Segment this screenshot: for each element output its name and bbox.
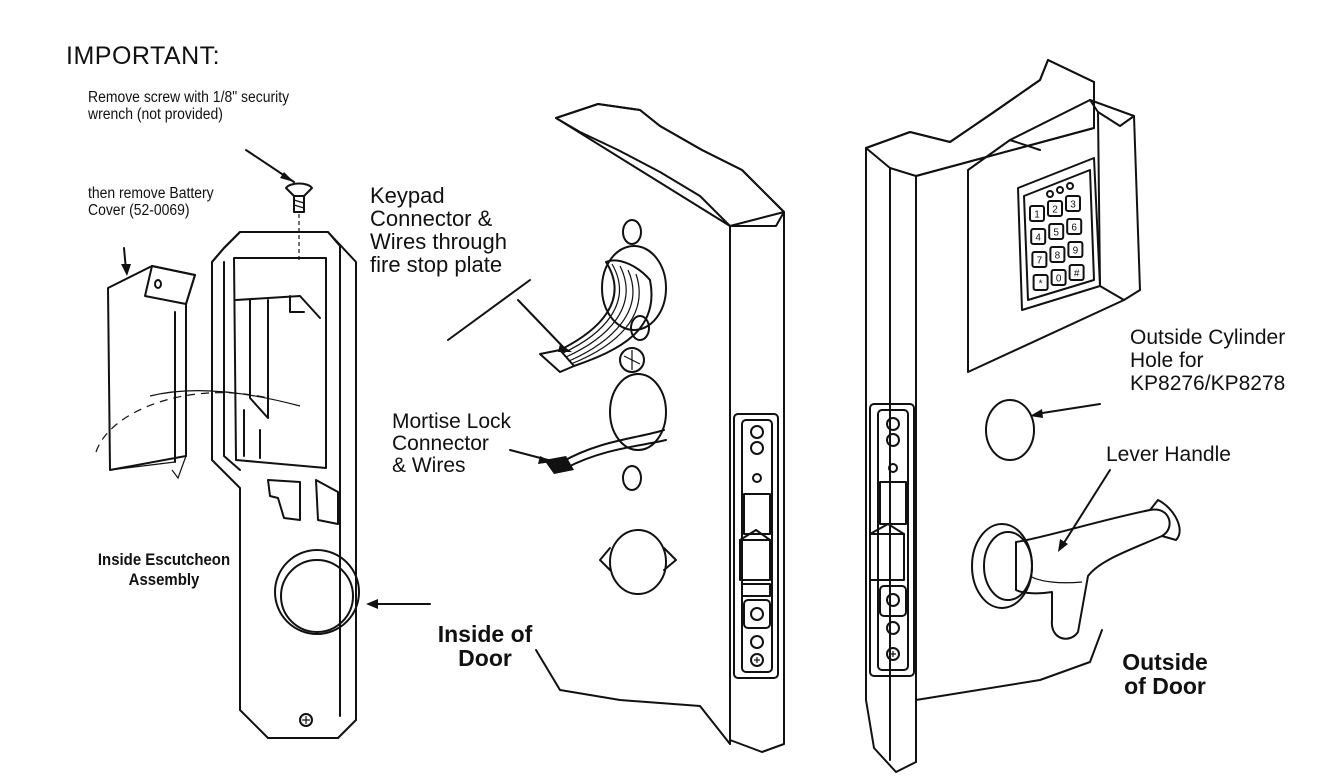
door-inside — [535, 103, 785, 753]
leader-lines — [121, 149, 1111, 609]
mortise-connector — [544, 429, 667, 474]
keypad-key — [1049, 246, 1066, 263]
inside-escutcheon-label: Inside Escutcheon Assembly — [97, 550, 231, 589]
keypad-key — [1066, 218, 1083, 235]
mortise-connector-label: Mortise Lock Connector & Wires — [392, 410, 512, 478]
keypad-key-label: 0 — [1056, 274, 1062, 285]
keypad-key-label: 7 — [1037, 256, 1043, 267]
keypad-key-label: 5 — [1053, 228, 1059, 239]
security-screw — [285, 182, 313, 262]
keypad-key-label: 6 — [1071, 223, 1077, 234]
keypad-key-label: 3 — [1070, 200, 1076, 211]
keypad-key — [1068, 264, 1085, 281]
battery-cover — [107, 265, 196, 480]
battery-cover-note: then remove Battery Cover (52-0069) — [88, 185, 214, 219]
inside-of-door-label: Inside of Door — [437, 621, 533, 672]
keypad-key-label: 1 — [1034, 210, 1040, 221]
important-heading: IMPORTANT: — [66, 42, 221, 70]
cylinder-hole — [985, 399, 1035, 461]
keypad-key — [1031, 251, 1048, 268]
keypad-key-label: * — [1039, 279, 1043, 290]
keypad-key — [1065, 195, 1081, 212]
outside-cylinder-label: Outside Cylinder Hole for KP8276/KP8278 — [1130, 326, 1286, 396]
keypad-key-label: 9 — [1073, 246, 1079, 257]
lever-handle-label: Lever Handle — [1106, 443, 1231, 466]
keypad-key-label: # — [1074, 269, 1080, 280]
keypad-keys: 1 2 3 4 5 6 7 8 9 * 0 # — [1029, 195, 1085, 291]
keypad-key — [1048, 223, 1065, 240]
keypad-key-label: 4 — [1035, 233, 1041, 244]
keypad-ribbon-cable — [539, 259, 653, 373]
keypad-key — [1029, 205, 1045, 222]
remove-screw-note: Remove screw with 1/8" security wrench (… — [88, 89, 290, 123]
keypad-connector-label: Keypad Connector & Wires through fire st… — [370, 183, 507, 278]
dashed-arc — [95, 392, 269, 453]
keypad-housing: 1 2 3 4 5 6 7 8 9 * 0 # — [967, 99, 1141, 373]
keypad-key — [1047, 200, 1063, 217]
keypad-key — [1050, 269, 1067, 286]
outside-of-door-label: Outside of Door — [1122, 649, 1208, 700]
keypad-key — [1030, 228, 1047, 245]
keypad-key — [1067, 241, 1084, 258]
keypad-key-label: 8 — [1055, 251, 1061, 262]
lever-handle — [971, 499, 1181, 640]
keypad-key — [1032, 274, 1049, 291]
inside-escutcheon — [149, 231, 360, 739]
keypad-key-label: 2 — [1052, 205, 1058, 216]
door-outside — [865, 59, 1103, 773]
